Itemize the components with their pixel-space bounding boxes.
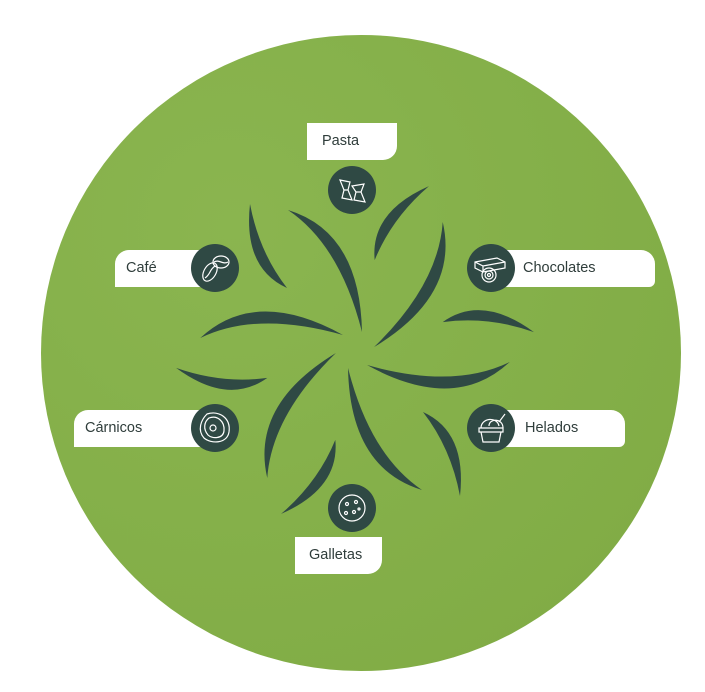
- pasta-icon[interactable]: [328, 166, 376, 214]
- cookie-icon[interactable]: [328, 484, 376, 532]
- small-blade: [249, 204, 287, 288]
- meat-icon[interactable]: [191, 404, 239, 452]
- large-blade: [367, 361, 510, 389]
- large-blade: [264, 352, 336, 479]
- coffee-bean-icon[interactable]: [191, 244, 239, 292]
- small-blade: [423, 412, 461, 496]
- large-blade: [348, 368, 422, 490]
- small-blade: [442, 310, 534, 333]
- ice-cream-icon[interactable]: [467, 404, 515, 452]
- large-blade: [200, 311, 343, 339]
- chocolate-icon[interactable]: [467, 244, 515, 292]
- small-blade: [281, 439, 336, 514]
- small-blade: [176, 367, 268, 390]
- category-label-pasta[interactable]: Pasta: [307, 123, 397, 160]
- small-blade: [374, 186, 429, 261]
- large-blade: [374, 221, 446, 348]
- large-blade: [288, 210, 362, 332]
- category-label-galletas[interactable]: Galletas: [295, 537, 382, 574]
- category-label-chocolates[interactable]: Chocolates: [495, 250, 655, 287]
- category-label-helados[interactable]: Helados: [495, 410, 625, 447]
